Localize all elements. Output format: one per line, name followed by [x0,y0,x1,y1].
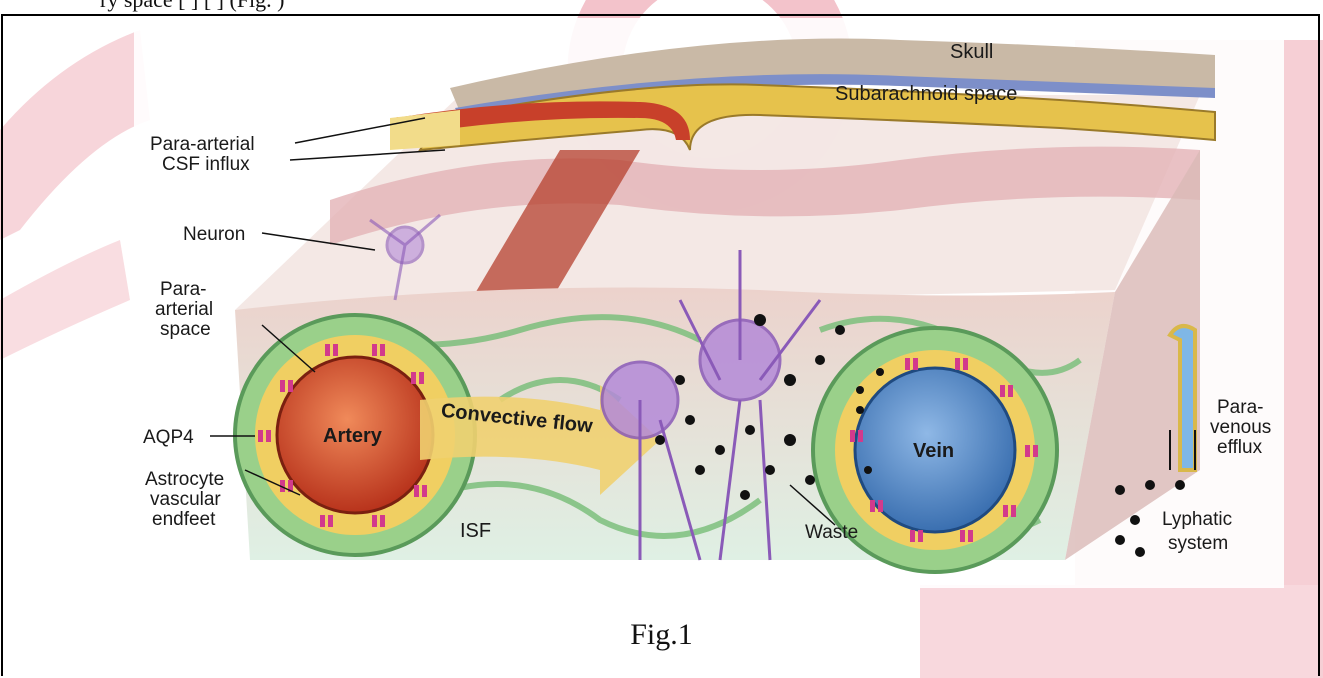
label-para-arterial-influx-line2: CSF influx [162,154,250,175]
label-para-venous-line1: Para- [1217,397,1263,418]
label-para-arterial-influx-line1: Para-arterial [150,134,255,155]
label-para-venous-line2: venous [1210,417,1271,438]
label-astrocyte-line3: endfeet [152,509,216,530]
label-isf: ISF [460,520,491,542]
label-para-arterial-space-line2: arterial [155,299,213,320]
label-astrocyte-line2: vascular [150,489,221,510]
label-vein: Vein [913,440,954,462]
figure-caption: Fig.1 [0,618,1323,652]
label-waste: Waste [805,522,858,543]
label-neuron: Neuron [183,224,245,245]
label-para-arterial-space-line1: Para- [160,279,206,300]
label-skull: Skull [950,41,993,63]
label-para-venous-line3: efflux [1217,437,1263,458]
label-lymphatic-line1: Lyphatic [1162,509,1232,530]
label-astrocyte-line1: Astrocyte [145,469,224,490]
label-lymphatic-line2: system [1168,533,1228,554]
label-artery: Artery [323,425,383,447]
label-para-arterial-space-line3: space [160,319,211,340]
label-subarachnoid-space: Subarachnoid space [835,83,1017,105]
label-aqp4: AQP4 [143,427,194,448]
